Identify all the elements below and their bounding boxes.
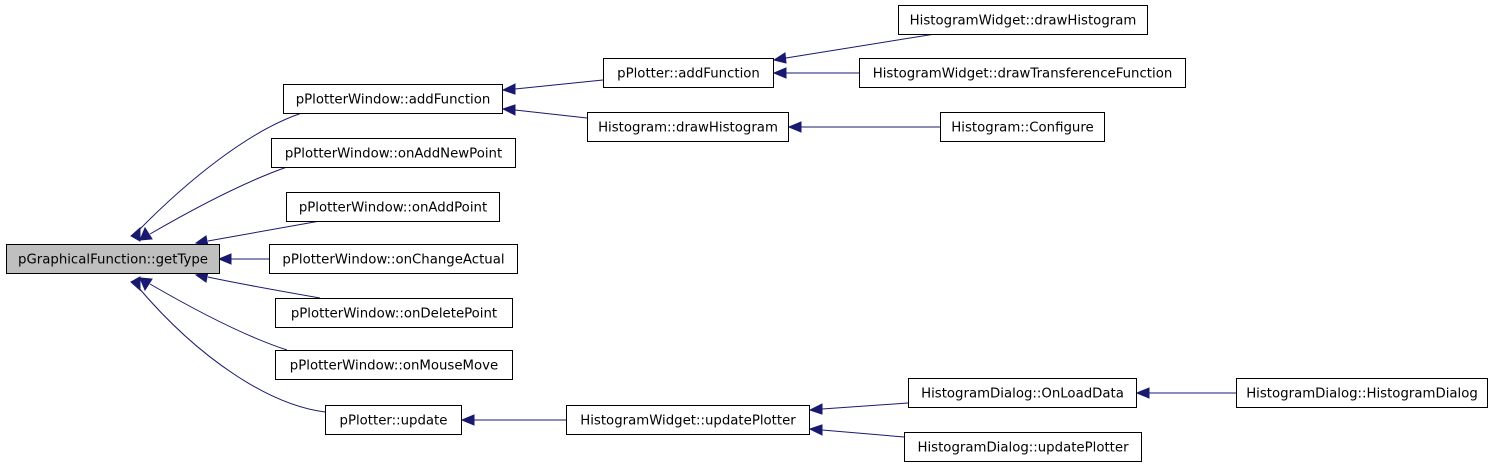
- node-hd-update-plotter[interactable]: HistogramDialog::updatePlotter: [904, 432, 1142, 462]
- node-h-configure[interactable]: Histogram::Configure: [940, 112, 1105, 142]
- edge-pw-on-change-actual-to-get-type: [217, 253, 269, 265]
- node-box[interactable]: [325, 405, 462, 435]
- edge-arrowhead: [772, 52, 787, 64]
- node-box[interactable]: [898, 5, 1148, 35]
- edge-arrowhead: [460, 414, 475, 426]
- edge-line: [207, 220, 321, 242]
- edge-arrowhead: [1135, 387, 1150, 399]
- node-label: HistogramWidget::updatePlotter: [580, 414, 796, 429]
- nodes-layer: pGraphicalFunction::getTypepPlotterWindo…: [6, 5, 1488, 462]
- node-get-type[interactable]: pGraphicalFunction::getType: [6, 244, 220, 274]
- edge-arrowhead: [501, 83, 516, 95]
- edge-arrowhead: [787, 121, 802, 133]
- edge-arrowhead: [808, 403, 823, 415]
- node-pw-on-delete-point[interactable]: pPlotterWindow::onDeletePoint: [275, 298, 513, 328]
- node-label: HistogramWidget::drawHistogram: [910, 14, 1137, 29]
- node-pw-on-mouse-move[interactable]: pPlotterWindow::onMouseMove: [275, 350, 513, 380]
- edge-p-add-function-to-pw-add-function: [501, 79, 604, 95]
- node-box[interactable]: [6, 244, 220, 274]
- node-p-update[interactable]: pPlotter::update: [325, 405, 462, 435]
- node-box[interactable]: [271, 138, 516, 168]
- edge-hd-update-plotter-to-hw-update-plotter: [808, 424, 905, 438]
- edge-pw-add-function-to-get-type: [130, 112, 303, 242]
- node-box[interactable]: [269, 244, 518, 274]
- node-box[interactable]: [275, 350, 513, 380]
- edge-pw-on-add-new-point-to-get-type: [139, 166, 288, 241]
- edge-pw-on-delete-point-to-get-type: [194, 271, 321, 299]
- edge-h-configure-to-h-draw-histogram: [787, 121, 940, 133]
- edge-line: [785, 33, 936, 59]
- node-box[interactable]: [275, 298, 513, 328]
- edge-hw-draw-transference-to-p-add-function: [772, 67, 859, 79]
- edge-arrowhead: [130, 276, 141, 292]
- node-label: HistogramWidget::drawTransferenceFunctio…: [873, 67, 1173, 82]
- edge-arrowhead: [139, 226, 153, 241]
- edge-arrowhead: [139, 277, 153, 292]
- node-label: pPlotterWindow::onMouseMove: [290, 359, 498, 374]
- edge-arrowhead: [501, 104, 516, 116]
- node-box[interactable]: [603, 58, 774, 88]
- edge-arrowhead: [808, 424, 823, 436]
- node-box[interactable]: [908, 378, 1137, 408]
- edge-hw-update-plotter-to-p-update: [460, 414, 566, 426]
- edge-line: [821, 429, 905, 438]
- node-h-draw-histogram[interactable]: Histogram::drawHistogram: [587, 112, 789, 142]
- edge-p-update-to-get-type: [130, 276, 326, 413]
- node-label: pPlotterWindow::onAddNewPoint: [285, 147, 502, 162]
- node-box[interactable]: [286, 192, 500, 222]
- node-p-add-function[interactable]: pPlotter::addFunction: [603, 58, 774, 88]
- node-label: pPlotterWindow::onDeletePoint: [291, 307, 497, 322]
- edges-layer: [130, 33, 1236, 438]
- node-box[interactable]: [1236, 378, 1488, 408]
- edge-hd-on-load-data-to-hw-update-plotter: [808, 402, 909, 415]
- node-hw-update-plotter[interactable]: HistogramWidget::updatePlotter: [566, 405, 810, 435]
- node-label: pPlotterWindow::addFunction: [296, 93, 491, 108]
- edge-line: [514, 109, 588, 119]
- node-box[interactable]: [566, 405, 810, 435]
- node-pw-on-add-point[interactable]: pPlotterWindow::onAddPoint: [286, 192, 500, 222]
- node-hd-histogram-dialog[interactable]: HistogramDialog::HistogramDialog: [1236, 378, 1488, 408]
- node-box[interactable]: [904, 432, 1142, 462]
- node-label: pGraphicalFunction::getType: [18, 253, 208, 268]
- node-label: pPlotter::addFunction: [617, 67, 760, 82]
- edge-hw-draw-histogram-to-p-add-function: [772, 33, 936, 64]
- node-hd-on-load-data[interactable]: HistogramDialog::OnLoadData: [908, 378, 1137, 408]
- edge-h-draw-histogram-to-pw-add-function: [501, 104, 588, 119]
- edge-line: [207, 276, 321, 299]
- edge-line: [149, 283, 288, 351]
- node-box[interactable]: [859, 58, 1186, 88]
- edge-line: [149, 166, 288, 235]
- edge-line: [821, 402, 909, 410]
- node-label: Histogram::drawHistogram: [598, 121, 778, 136]
- node-pw-on-add-new-point[interactable]: pPlotterWindow::onAddNewPoint: [271, 138, 516, 168]
- edge-line: [137, 286, 326, 413]
- node-label: pPlotter::update: [340, 414, 448, 429]
- node-box[interactable]: [283, 84, 503, 114]
- node-label: HistogramDialog::updatePlotter: [917, 441, 1129, 456]
- node-hw-draw-histogram[interactable]: HistogramWidget::drawHistogram: [898, 5, 1148, 35]
- edge-arrowhead: [130, 226, 141, 242]
- edge-line: [137, 112, 303, 232]
- node-label: pPlotterWindow::onAddPoint: [299, 201, 487, 216]
- edge-pw-on-add-point-to-get-type: [194, 220, 321, 247]
- edge-hd-histogram-dialog-to-hd-on-load-data: [1135, 387, 1236, 399]
- node-label: Histogram::Configure: [951, 121, 1093, 136]
- node-box[interactable]: [940, 112, 1105, 142]
- edge-arrowhead: [217, 253, 232, 265]
- edge-pw-on-mouse-move-to-get-type: [139, 277, 288, 351]
- edge-arrowhead: [772, 67, 787, 79]
- node-box[interactable]: [587, 112, 789, 142]
- node-pw-add-function[interactable]: pPlotterWindow::addFunction: [283, 84, 503, 114]
- node-hw-draw-transference[interactable]: HistogramWidget::drawTransferenceFunctio…: [859, 58, 1186, 88]
- node-pw-on-change-actual[interactable]: pPlotterWindow::onChangeActual: [269, 244, 518, 274]
- edge-line: [514, 79, 604, 90]
- node-label: HistogramDialog::HistogramDialog: [1246, 387, 1478, 402]
- node-label: HistogramDialog::OnLoadData: [921, 387, 1124, 402]
- node-label: pPlotterWindow::onChangeActual: [282, 253, 504, 268]
